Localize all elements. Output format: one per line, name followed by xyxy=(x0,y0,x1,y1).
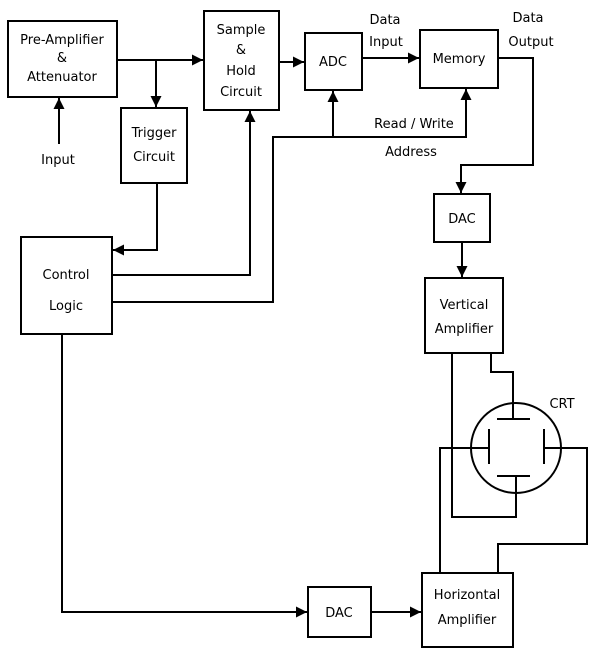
preamp-label-line1: Pre-Amplifier xyxy=(20,33,104,48)
preamp-box xyxy=(7,20,118,98)
trigger-box xyxy=(120,107,188,184)
adc-box xyxy=(304,32,363,91)
node-memory: Memory xyxy=(419,29,499,89)
edge-controllogic-to-samplehold xyxy=(112,111,256,276)
node-sample-hold: Sample & Hold Circuit xyxy=(203,10,280,111)
edge-memory-to-dac-vertical xyxy=(455,57,534,193)
read-write-label: Read / Write xyxy=(374,117,454,132)
node-dac-vertical: DAC xyxy=(433,193,491,243)
node-dac-horizontal: DAC xyxy=(307,586,372,638)
horizontal-amplifier-box xyxy=(421,572,514,648)
adc-label: ADC xyxy=(319,55,347,70)
vertical-amplifier-box xyxy=(424,277,504,354)
node-preamp: Pre-Amplifier & Attenuator xyxy=(7,20,118,98)
trigger-label-line1: Trigger xyxy=(131,126,177,141)
node-adc: ADC xyxy=(304,32,363,91)
horizontal-amplifier-label-line2: Amplifier xyxy=(438,613,497,628)
preamp-label-line3: Attenuator xyxy=(27,70,97,85)
input-label: Input xyxy=(41,153,75,168)
preamp-label-line2: & xyxy=(57,51,67,66)
dac-horizontal-label: DAC xyxy=(325,606,353,621)
sample-hold-label-line1: Sample xyxy=(217,23,266,38)
memory-label: Memory xyxy=(433,52,486,67)
edge-trigger-to-controllogic xyxy=(113,183,158,256)
vertical-amplifier-label-line2: Amplifier xyxy=(435,322,494,337)
dac-vertical-box xyxy=(433,193,491,243)
sample-hold-box xyxy=(203,10,280,111)
memory-box xyxy=(419,29,499,89)
data-input-label-line2: Input xyxy=(369,35,403,50)
node-trigger: Trigger Circuit xyxy=(120,107,188,184)
vertical-amplifier-label-line1: Vertical xyxy=(440,298,489,313)
control-logic-label-line1: Control xyxy=(43,268,90,283)
address-label: Address xyxy=(385,145,437,160)
crt-label: CRT xyxy=(549,397,574,412)
data-output-label-line2: Output xyxy=(508,35,553,50)
edge-controllogic-to-dac-horizontal xyxy=(61,334,307,618)
edge-verticalamp-to-bottom-plate xyxy=(451,353,517,518)
control-logic-label-line2: Logic xyxy=(49,299,83,314)
trigger-label-line2: Circuit xyxy=(133,150,175,165)
node-vertical-amplifier: Vertical Amplifier xyxy=(424,277,504,354)
crt-circle xyxy=(470,402,562,494)
edge-controllogic-to-memory-bus xyxy=(112,89,472,303)
dac-horizontal-box xyxy=(307,586,372,638)
edge-horizontalamp-to-right-plate xyxy=(497,447,588,573)
data-output-label-line1: Data xyxy=(512,11,543,26)
data-input-label-line1: Data xyxy=(369,13,400,28)
edge-horizontalamp-to-left-plate xyxy=(439,447,489,573)
dac-vertical-label: DAC xyxy=(448,212,476,227)
horizontal-amplifier-label-line1: Horizontal xyxy=(434,588,500,603)
node-control-logic: Control Logic xyxy=(20,236,113,335)
edge-verticalamp-to-top-plate xyxy=(490,353,514,419)
sample-hold-label-line3: Hold xyxy=(226,64,256,79)
control-logic-box xyxy=(20,236,113,335)
sample-hold-label-line2: & xyxy=(236,43,246,58)
sample-hold-label-line4: Circuit xyxy=(220,85,262,100)
node-horizontal-amplifier: Horizontal Amplifier xyxy=(421,572,514,648)
